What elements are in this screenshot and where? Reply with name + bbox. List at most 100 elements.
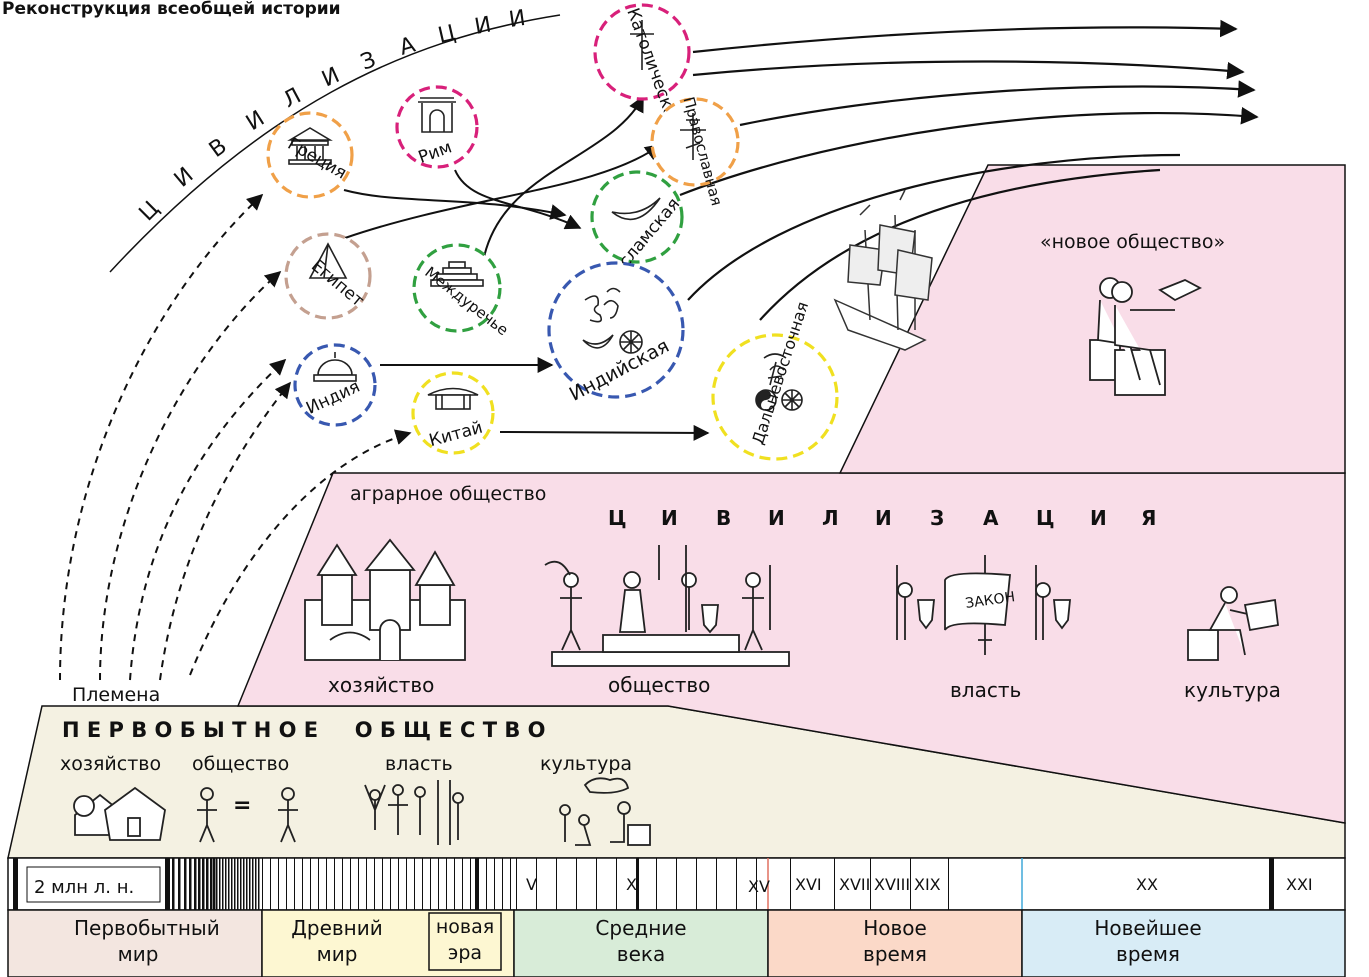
timeline-start-label: 2 млн л. н. [34, 877, 134, 898]
timeline-tick [454, 858, 455, 910]
timeline-tick [358, 858, 359, 910]
timeline-tick [636, 858, 637, 910]
timeline-tick [502, 858, 503, 910]
writer-icon [1187, 586, 1279, 661]
svg-text:Ц: Ц [436, 21, 458, 49]
century-label-v: V [526, 875, 537, 894]
timeline-tick [656, 858, 657, 910]
svg-text:Ц: Ц [1036, 506, 1055, 530]
circle-china: Китай [411, 371, 495, 455]
era-primitive [7, 909, 263, 977]
timeline-tick [172, 858, 175, 910]
agrarian-society-label: аграрное общество [350, 483, 546, 505]
timeline-tick [366, 858, 367, 910]
page-title: Реконструкция всеобщей истории [2, 0, 341, 19]
timeline-tick [350, 858, 351, 910]
crescent-icon [611, 197, 661, 221]
yin-yang-icon [755, 389, 777, 411]
timeline-tick-marks [172, 858, 949, 910]
tribes-label: Племена [72, 684, 160, 706]
timeline-start-box: 2 млн л. н. [26, 866, 161, 903]
agrarian-culture-label: культура [1184, 678, 1281, 702]
primitive-power-label: власть [385, 753, 453, 775]
svg-text:И: И [768, 506, 785, 530]
castle-icon [304, 538, 466, 661]
timeline-tick [870, 858, 871, 910]
era-strip [7, 909, 1346, 977]
timeline-tick [438, 858, 439, 910]
timeline-tick [470, 858, 471, 910]
svg-text:А: А [983, 506, 999, 530]
era-middle-ages [513, 909, 769, 977]
timeline-tick [494, 858, 495, 910]
century-label-xxi: XXI [1286, 875, 1313, 894]
primitive-culture-label: культура [540, 753, 632, 775]
stupa-icon [313, 352, 357, 382]
timeline-tick [216, 858, 218, 910]
agrarian-economy-label: хозяйство [328, 673, 434, 697]
timeline-tick [616, 858, 617, 910]
temple-icon [287, 127, 333, 165]
svg-text:З: З [358, 47, 380, 75]
svg-text:З: З [930, 506, 944, 530]
timeline-tick [189, 858, 192, 910]
timeline-tick [342, 858, 343, 910]
timeline-tick [202, 858, 205, 910]
timeline-tick [294, 858, 295, 910]
timeline-tick [536, 858, 537, 910]
circle-rome: Рим [395, 85, 479, 169]
civilization-arc-line [109, 14, 561, 273]
social-hierarchy-icon [544, 545, 790, 667]
timeline-tick [948, 858, 949, 910]
pagoda-icon [427, 387, 479, 410]
timeline-tick [194, 858, 197, 910]
timeline-tick [213, 858, 216, 910]
timeline-tick [237, 858, 239, 910]
timeline-tick [252, 858, 254, 910]
timeline-tick [462, 858, 463, 910]
timeline-tick [206, 858, 209, 910]
svg-text:И: И [473, 12, 494, 39]
timeline-tick [398, 858, 399, 910]
circle-greece: Греция [266, 111, 354, 199]
primitive-society-heading: П Е Р В О Б Ы Т Н О Е О Б Щ Е С Т В О [62, 718, 546, 742]
century-label-xvi: XVI [795, 875, 822, 894]
svg-text:И: И [507, 6, 527, 33]
timeline-tick [249, 858, 251, 910]
century-label-x: X [626, 875, 637, 894]
circle-india: Индия [293, 343, 377, 427]
timeline-tick [286, 858, 287, 910]
timeline-tick [234, 858, 236, 910]
era-label-primitive: Первобытный мир [74, 916, 220, 966]
timeline-tick [756, 858, 757, 910]
circle-egypt: Египет [284, 232, 372, 320]
timeline-tick [716, 858, 717, 910]
timeline-tick [510, 858, 511, 910]
timeline-tick [406, 858, 407, 910]
agrarian-society-item-label: общество [608, 673, 710, 697]
civilization-arrows [679, 19, 1259, 321]
timeline-tick [430, 858, 431, 910]
timeline-tick [576, 858, 577, 910]
timeline-tick [422, 858, 423, 910]
equals-sign: = [233, 793, 251, 818]
timeline-tick [210, 858, 213, 910]
timeline-tick [790, 858, 791, 910]
timeline-tick [414, 858, 415, 910]
svg-text:Я: Я [1141, 506, 1156, 530]
timeline-tick [310, 858, 311, 910]
om-symbol-icon [584, 287, 621, 323]
timeline-tick [246, 858, 248, 910]
tribal-group-icon [364, 780, 464, 845]
law-and-warriors-icon [896, 555, 1071, 655]
timeline-tick [556, 858, 557, 910]
agrarian-civilization-heading: Ц И В И Л И З А Ц И Я [608, 506, 1156, 530]
timeline-tick [382, 858, 383, 910]
circle-fareast: Дальневосточная [711, 299, 839, 461]
era-contemporary [1021, 909, 1346, 977]
primitive-society-label: общество [192, 753, 289, 775]
timeline-tick [910, 858, 911, 910]
arch-icon [418, 97, 456, 133]
svg-text:Ц: Ц [608, 506, 627, 530]
